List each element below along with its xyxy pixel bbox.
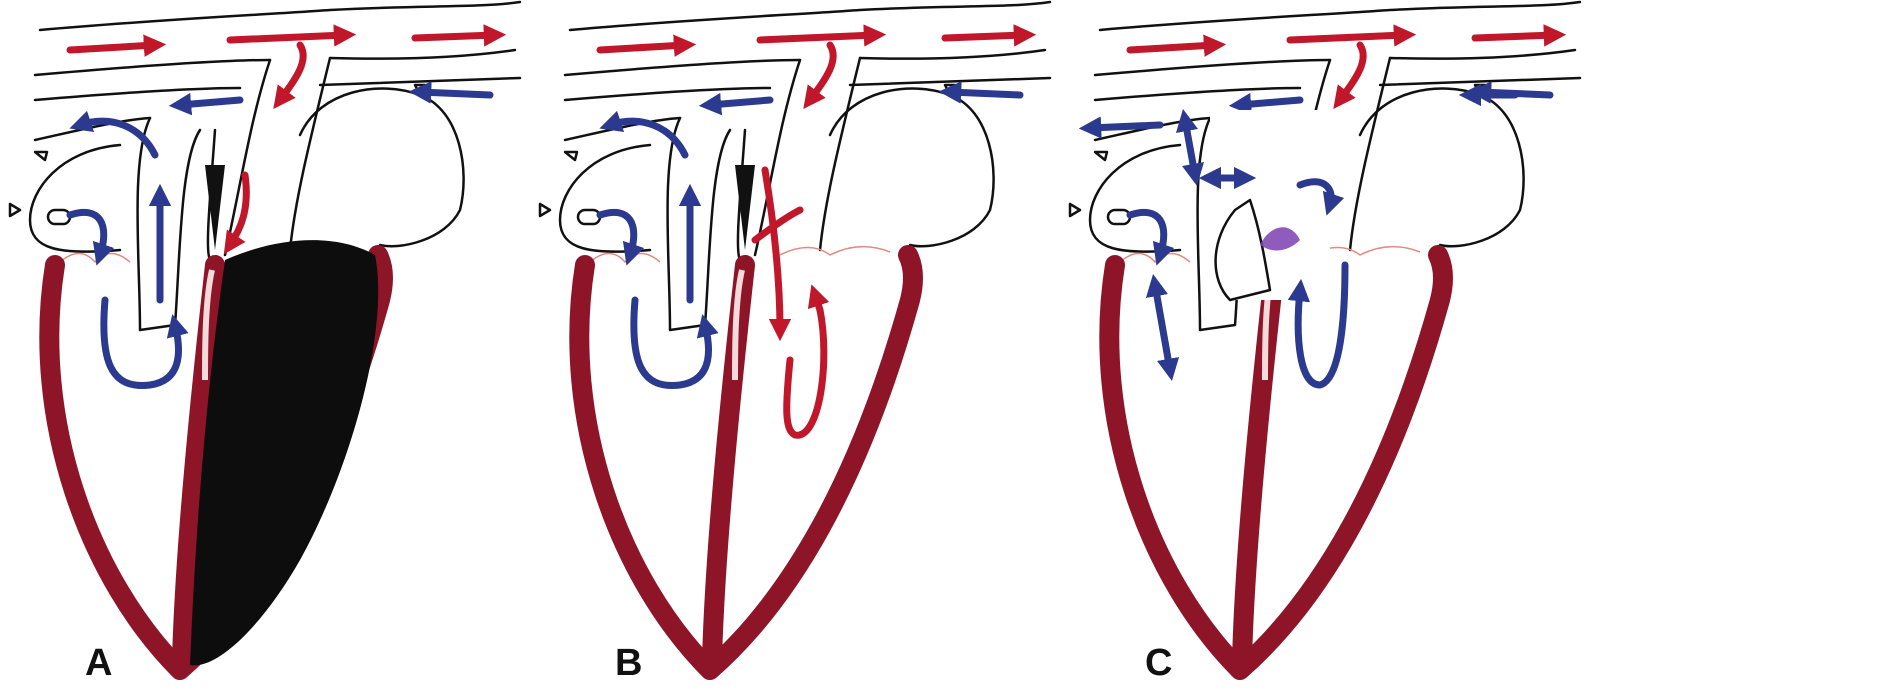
blue-flow-arrow <box>1126 208 1175 266</box>
blue-flow-arrow <box>1287 261 1349 389</box>
blue-flow-arrow <box>1078 116 1164 139</box>
bidirectional-arrow <box>1145 273 1180 382</box>
red-flow-arrow <box>761 166 792 342</box>
blue-flow-arrow <box>630 296 719 390</box>
obstruction-mark <box>1260 227 1300 251</box>
blue-flow-arrow <box>1296 178 1345 216</box>
red-flow-arrow <box>807 284 830 314</box>
panel-label-c: C <box>1145 642 1172 684</box>
panel-c: C <box>1070 2 1580 684</box>
blue-flow-arrow <box>100 296 189 390</box>
ductus-closure <box>735 165 755 250</box>
obstructed-left-ventricle <box>190 240 379 666</box>
heart-base-drawing <box>540 2 1050 670</box>
blue-flow-arrow <box>599 110 689 159</box>
panel-a: A <box>10 2 520 684</box>
panel-label-a: A <box>85 642 112 684</box>
red-loop-arrow <box>783 306 828 439</box>
panel-b: B <box>540 2 1050 684</box>
blue-flow-arrow <box>69 110 159 159</box>
red-flow-arrow <box>751 206 804 244</box>
blue-flow-arrow <box>66 208 115 266</box>
heart-base-drawing <box>1070 2 1580 670</box>
hypoplastic-outflow <box>1214 198 1272 302</box>
panel-label-b: B <box>615 642 642 684</box>
bidirectional-arrow <box>1175 108 1205 187</box>
blue-flow-arrow <box>596 208 645 266</box>
ductus-closure <box>205 165 225 250</box>
red-flow-arrow <box>223 171 250 255</box>
